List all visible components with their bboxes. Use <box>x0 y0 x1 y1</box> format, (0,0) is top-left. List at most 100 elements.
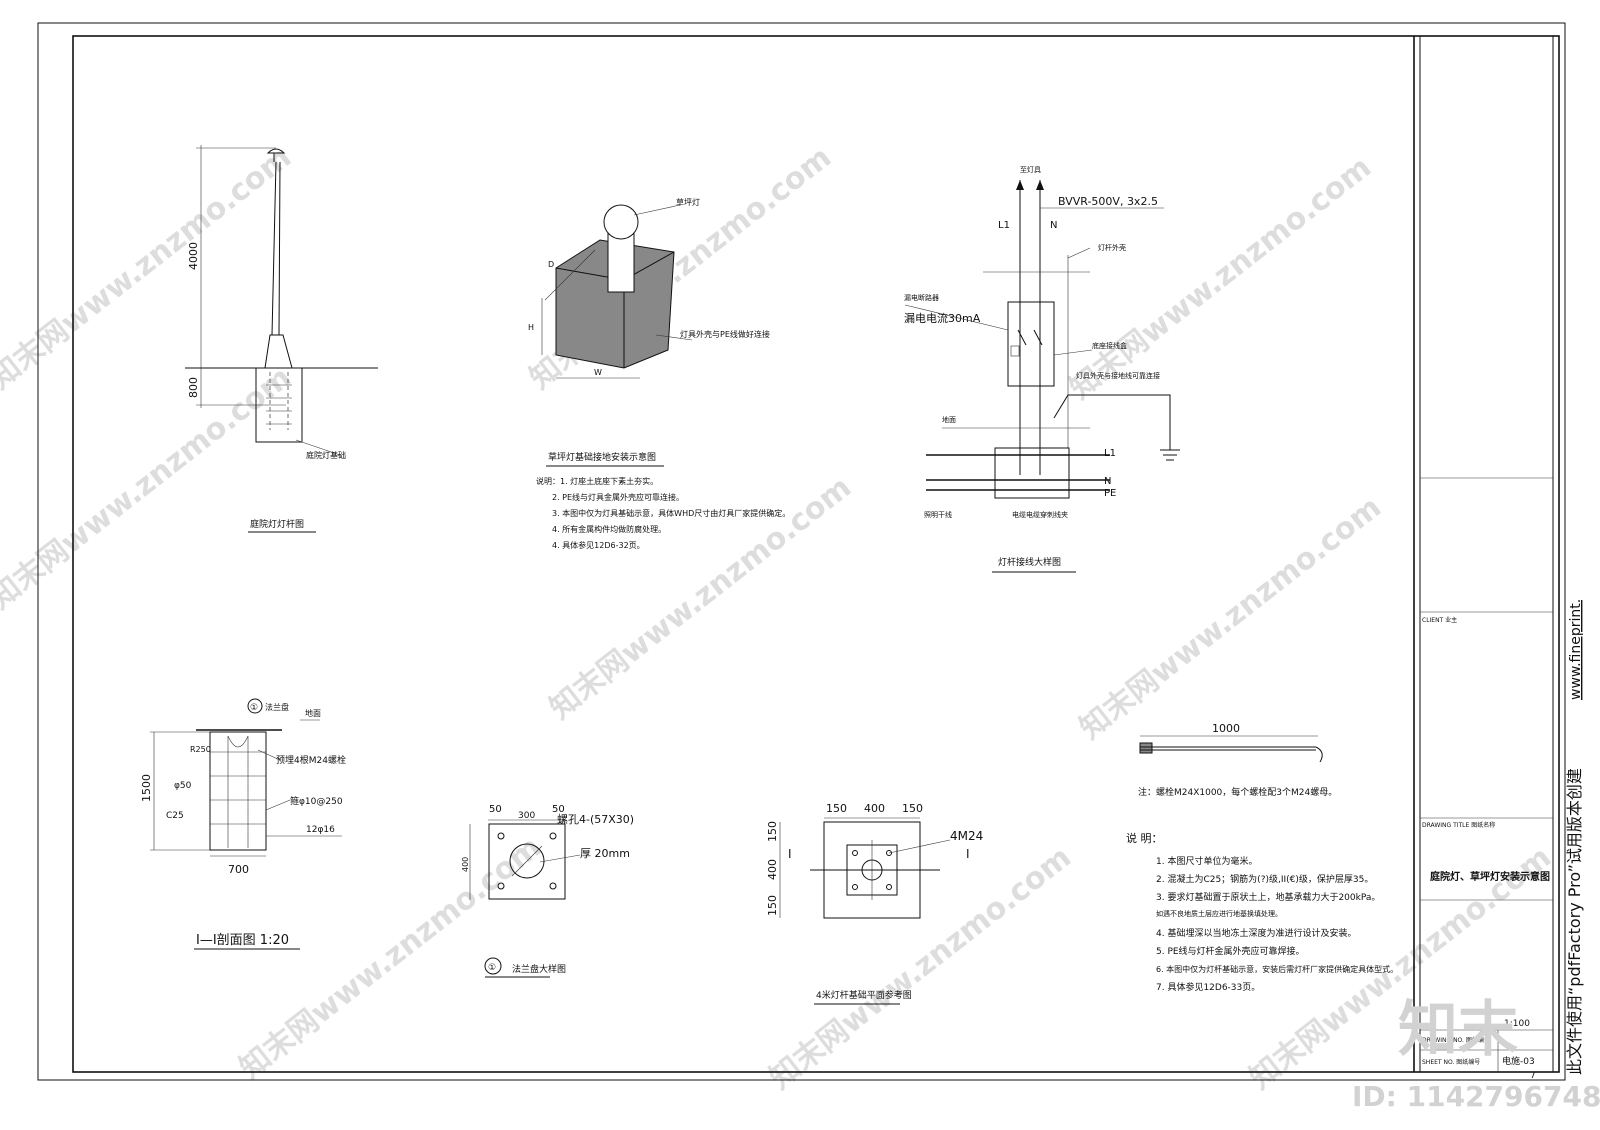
tb-drawing-title-label: DRAWING TITLE 图纸名称 <box>1422 821 1495 829</box>
flange-d1: 50 <box>489 804 502 815</box>
plan-d3: 150 <box>902 802 923 815</box>
wiring-bus-n: N <box>1104 476 1111 487</box>
side-note-url[interactable]: www.fineprint.cn <box>1568 600 1584 700</box>
lawn-pe-label: 灯具外壳与PE线做好连接 <box>680 329 770 339</box>
watermark-text: 知末网www.znzmo.com <box>1073 490 1388 747</box>
lawn-note-2: 2. PE线与灯具金属外壳应可靠连接。 <box>552 492 684 502</box>
inner-frame <box>72 35 1560 1073</box>
wiring-shell-pe: 灯具外壳与接地线可靠连接 <box>1076 371 1160 380</box>
lawn-lamp-drawing: 草坪灯 灯具外壳与PE线做好连接 D H W 草坪灯基础接地安装示意图 说明：1… <box>528 197 790 550</box>
pole-drawing: 4000 800 庭院灯基础 庭院灯灯杆图 <box>185 145 378 533</box>
dim-d: D <box>548 260 554 269</box>
wiring-cable-tee-label: 电缆电缆穿刺线夹 <box>1012 510 1068 519</box>
tb-sheet-no: 7 <box>1530 1071 1536 1081</box>
notes-item-3: 3. 要求灯基础置于原状土上，地基承载力大于200kPa。 <box>1156 891 1380 903</box>
section-rebar: 12φ16 <box>306 825 335 835</box>
bolt-length: 1000 <box>1212 722 1240 735</box>
plan-d2: 400 <box>864 802 885 815</box>
plan-sec-left: I <box>788 847 792 861</box>
lawn-note-4: 4. 所有金属构件均做防腐处理。 <box>552 524 666 534</box>
title-block: CLIENT 业主 DRAWING TITLE 图纸名称 庭院灯、草坪灯安装示意… <box>1422 616 1550 1081</box>
flange-marker: ① <box>488 963 496 973</box>
tb-drawing-no-label: DRAWING NO. 图纸编号 <box>1422 1036 1490 1044</box>
plan-bolts: 4M24 <box>950 829 983 843</box>
wiring-n: N <box>1050 220 1057 231</box>
flange-plate <box>488 823 566 900</box>
wiring-title: 灯杆接线大样图 <box>998 556 1061 568</box>
dim-pole-depth: 800 <box>187 377 200 398</box>
notes-item-5: 4. 基础埋深以当地冻土深度为准进行设计及安装。 <box>1156 927 1356 939</box>
plan-sec-right: I <box>966 847 970 861</box>
flange-d3: 50 <box>552 804 565 815</box>
flange-drawing: 50 300 50 螺孔4-(57X30) 400 厚 20mm ① 法兰盘大样… <box>461 804 634 978</box>
section-drawing: ① 法兰盘 地面 R250 预埋4根M24螺栓 φ50 箍φ10@250 150… <box>140 698 346 950</box>
section-concrete: C25 <box>166 811 184 821</box>
wiring-drawing: 至灯具 BVVR-500V, 3x2.5 L1 N 灯杆外壳 漏电断路器 漏电电… <box>904 165 1180 573</box>
watermark-text: 知末网www.znzmo.com <box>1063 150 1378 407</box>
plan-drawing: 150 400 150 4M24 150 400 150 I I 4米灯杆基础平… <box>766 802 983 1005</box>
watermark-text: 知末网www.znzmo.com <box>0 140 298 397</box>
watermark-text: 知末网www.znzmo.com <box>233 830 548 1087</box>
section-flange-label: 法兰盘 <box>265 702 289 712</box>
plan-v2: 400 <box>766 859 779 880</box>
wiring-pole-shell: 灯杆外壳 <box>1098 243 1126 252</box>
watermark-logo: 知末 <box>1398 995 1518 1065</box>
section-bolts: 预埋4根M24螺栓 <box>276 754 346 766</box>
pole-shaft <box>271 161 277 336</box>
tb-drawing-no: 电施-03 <box>1502 1055 1535 1067</box>
flange-height: 400 <box>461 857 470 872</box>
wiring-bus-l1: L1 <box>1104 448 1116 459</box>
wiring-rcd: 漏电断路器 <box>904 293 939 302</box>
general-notes: 说 明： 1. 本图尺寸单位为毫米。 2. 混凝土为C25；钢筋为(?)级,II… <box>1126 831 1398 993</box>
lawn-lamp-globe <box>603 204 639 240</box>
wiring-top-label: 至灯具 <box>1020 165 1041 174</box>
watermark-id: ID: 1142796748 <box>1352 1080 1600 1113</box>
watermark-text: 知末网www.znzmo.com <box>0 360 298 617</box>
bolt-caption: 注：螺栓M24X1000，每个螺栓配3个M24螺母。 <box>1138 786 1337 798</box>
pole-title: 庭院灯灯杆图 <box>250 518 304 530</box>
section-width: 700 <box>228 863 249 876</box>
section-ground: 地面 <box>305 708 321 718</box>
bolt-drawing: 1000 注：螺栓M24X1000，每个螺栓配3个M24螺母。 <box>1138 722 1337 798</box>
lawn-note-3: 3. 本图中仅为灯具基础示意，具体WHD尺寸由灯具厂家提供确定。 <box>552 508 790 518</box>
section-r250: R250 <box>190 745 211 754</box>
wiring-terminal: 底座接线盒 <box>1092 341 1127 350</box>
lawn-note-5: 4. 具体参见12D6-32页。 <box>552 540 645 550</box>
notes-heading: 说 明： <box>1126 831 1163 845</box>
section-height: 1500 <box>140 774 153 802</box>
wiring-rcd-current: 漏电电流30mA <box>904 311 981 325</box>
section-stirrup: 箍φ10@250 <box>290 795 343 807</box>
lawn-title: 草坪灯基础接地安装示意图 <box>548 451 656 463</box>
section-title: I—I剖面图 1:20 <box>196 933 289 948</box>
wiring-cable-tee <box>994 447 1070 499</box>
lawn-foundation-block <box>555 239 675 369</box>
tb-client-label: CLIENT 业主 <box>1422 616 1457 624</box>
wiring-ground: 地面 <box>942 415 956 424</box>
lawn-note-1: 说明：1. 灯座土底座下素土夯实。 <box>536 476 658 486</box>
tb-scale: 1:100 <box>1504 1019 1530 1029</box>
section-foundation <box>209 731 267 851</box>
notes-item-6: 5. PE线与灯杆金属外壳应可靠焊接。 <box>1156 945 1305 957</box>
section-phi50: φ50 <box>174 781 192 791</box>
pole-base <box>264 334 293 369</box>
dim-h: H <box>528 323 534 332</box>
dim-pole-height: 4000 <box>187 242 200 270</box>
dim-w: W <box>594 368 602 377</box>
notes-item-7: 6. 本图中仅为灯杆基础示意，安装后需灯杆厂家提供确定具体型式。 <box>1156 964 1398 974</box>
notes-item-4: 如遇不良地质土层应进行地基换填处理。 <box>1156 909 1282 918</box>
flange-holes: 螺孔4-(57X30) <box>557 813 634 826</box>
wiring-cable: BVVR-500V, 3x2.5 <box>1058 195 1158 208</box>
watermark-text: 知末网www.znzmo.com <box>763 840 1078 1097</box>
wiring-bus-pe: PE <box>1104 488 1116 499</box>
side-note-text: 此文件使用“pdfFactory Pro”试用版本创建 <box>1565 768 1584 1075</box>
flange-thickness: 厚 20mm <box>580 847 630 860</box>
tb-sheet-label: SHEET NO. 图纸编号 <box>1422 1058 1480 1066</box>
wiring-rcd-box <box>1007 301 1055 387</box>
plan-v1: 150 <box>766 821 779 842</box>
pole-foundation-label: 庭院灯基础 <box>306 450 346 460</box>
flange-marker-circle <box>247 698 263 714</box>
wiring-main-line: 照明干线 <box>924 510 952 519</box>
lawn-lamp-label: 草坪灯 <box>676 197 700 207</box>
notes-item-2: 2. 混凝土为C25；钢筋为(?)级,II(€)级，保护层厚35。 <box>1156 873 1373 885</box>
